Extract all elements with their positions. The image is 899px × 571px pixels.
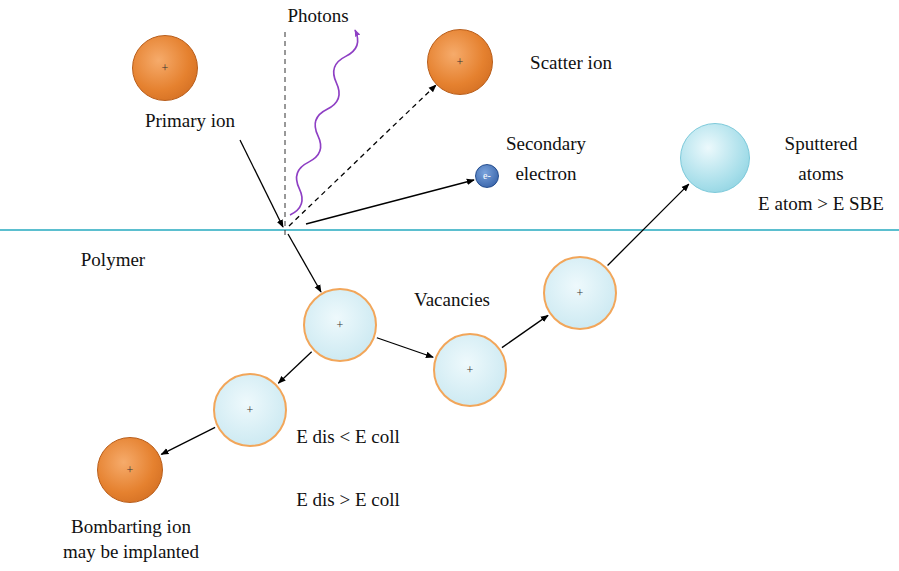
collision-arrow	[161, 427, 215, 454]
implanted-ion: +Bombarting ion may be implanted	[97, 437, 163, 503]
vacancy-atom: +	[543, 256, 617, 330]
vacancy-atom: +	[303, 288, 377, 362]
vacancy-atom: +	[213, 373, 287, 447]
penetration-arrow	[288, 234, 321, 292]
node-caption: Scatter ion	[530, 51, 612, 75]
sputtered-atom: Sputtered atomsE atom > E SBE	[680, 123, 750, 193]
material-label: Polymer	[81, 248, 145, 272]
polymer-surface	[0, 229, 899, 231]
node-caption: Sputtered atoms	[771, 129, 871, 189]
electron-arrow	[306, 180, 474, 224]
scatter-ion: +Scatter ion	[427, 29, 493, 95]
collision-arrow	[502, 315, 548, 347]
collision-arrow	[608, 184, 689, 265]
charge-sign: +	[127, 464, 134, 476]
charge-sign: +	[247, 404, 254, 416]
primary-ion: +Primary ion	[132, 35, 198, 101]
incident-arrow	[240, 140, 283, 227]
node-caption: Primary ion	[145, 109, 235, 133]
energy-condition: E dis < E coll	[296, 425, 400, 449]
secondary-electron: e-Secondary electron	[475, 164, 499, 188]
collision-arrow	[377, 338, 433, 357]
node-caption: E atom > E SBE	[758, 192, 884, 216]
node-caption: Secondary electron	[496, 129, 596, 189]
surface-normal	[285, 32, 286, 236]
charge-sign: +	[457, 56, 464, 68]
energy-condition: E dis > E coll	[296, 488, 400, 512]
charge-sign: +	[337, 319, 344, 331]
photon-label: Photons	[287, 4, 348, 28]
charge-sign: e-	[483, 170, 491, 182]
vacancy-atom: +	[433, 333, 507, 407]
charge-sign: +	[162, 62, 169, 74]
photon-wave	[290, 30, 358, 215]
scatter-arrow	[289, 85, 436, 226]
charge-sign: +	[577, 287, 584, 299]
charge-sign: +	[467, 364, 474, 376]
vacancy-label: Vacancies	[414, 288, 490, 312]
collision-arrow	[278, 352, 311, 383]
node-caption: Bombarting ion may be implanted	[56, 514, 206, 564]
